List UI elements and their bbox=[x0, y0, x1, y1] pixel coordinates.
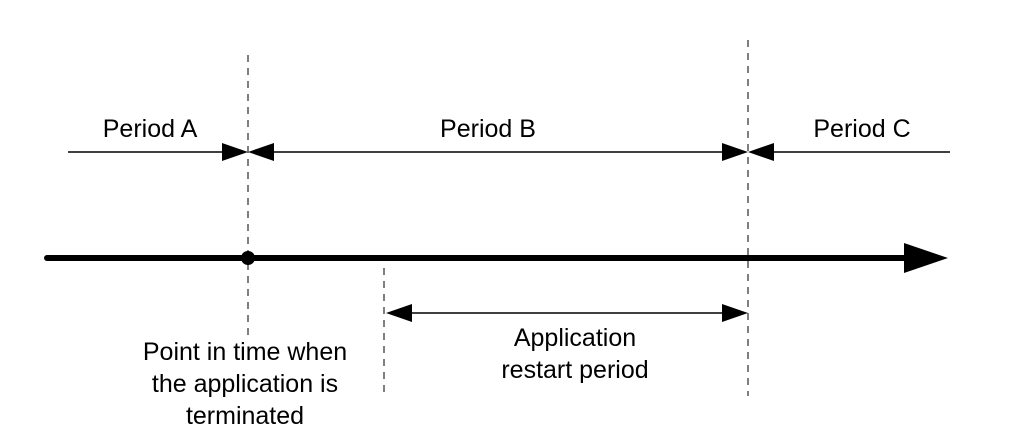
period-a-label: Period A bbox=[103, 115, 198, 143]
period-b-left-arrowhead bbox=[248, 143, 274, 161]
termination-label-line-3: terminated bbox=[186, 402, 304, 430]
period-c-label: Period C bbox=[813, 115, 910, 143]
time-axis-arrowhead bbox=[904, 243, 948, 273]
period-b-label: Period B bbox=[440, 115, 536, 143]
restart-right-arrowhead bbox=[722, 304, 748, 322]
termination-label-line-1: Point in time when bbox=[143, 338, 347, 366]
termination-point-marker bbox=[241, 251, 255, 265]
period-a-arrowhead bbox=[222, 143, 248, 161]
termination-label-line-2: the application is bbox=[152, 370, 338, 398]
period-c-arrowhead bbox=[748, 143, 774, 161]
period-b-right-arrowhead bbox=[722, 143, 748, 161]
restart-label-line-1: Application bbox=[514, 324, 636, 352]
restart-left-arrowhead bbox=[386, 304, 412, 322]
restart-label-line-2: restart period bbox=[501, 356, 648, 384]
